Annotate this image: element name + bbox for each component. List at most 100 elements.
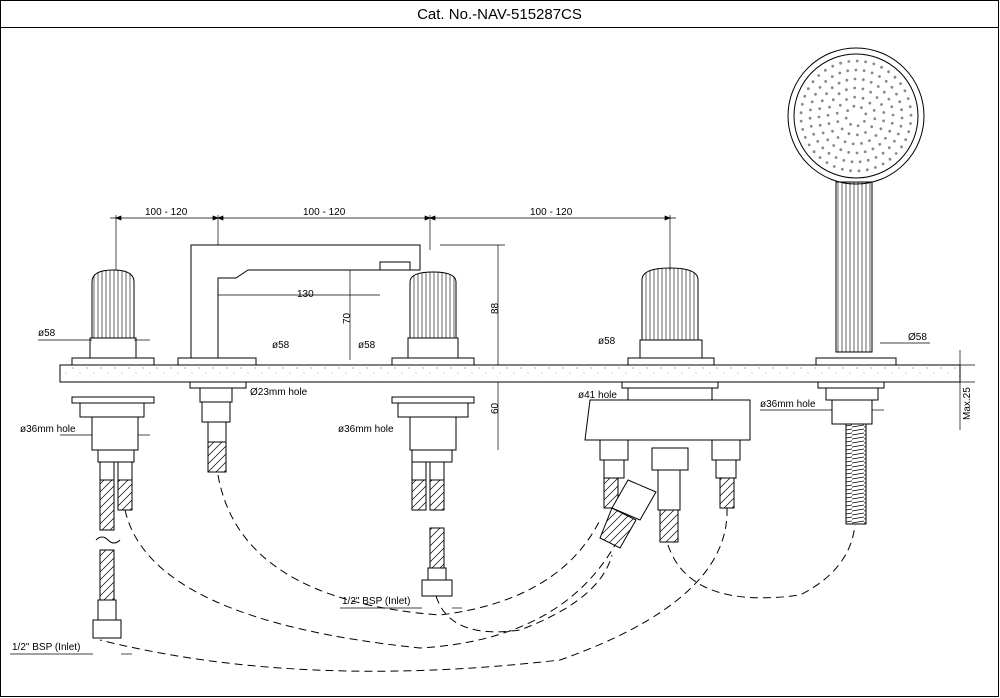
nozzle-dot: [866, 158, 870, 162]
nozzle-dot: [844, 116, 848, 120]
nozzle-dot: [838, 71, 842, 75]
nozzle-dot: [860, 106, 863, 109]
nozzle-dot: [864, 112, 868, 116]
nozzle-dot: [827, 151, 831, 155]
nozzle-dot: [872, 109, 876, 112]
nozzle-dot: [811, 80, 815, 84]
nozzle-dot: [845, 88, 848, 92]
nozzle-dot: [884, 136, 887, 140]
nozzle-dot: [835, 111, 839, 115]
bsp-middle-label: 1/2" BSP (Inlet): [342, 596, 410, 607]
nozzle-dot: [899, 82, 902, 85]
spacing-2-label: 100 - 120: [303, 207, 346, 218]
nozzle-dot: [890, 85, 894, 89]
spout-reach-label: 130: [297, 289, 314, 300]
dia58-middle: ø58: [358, 340, 376, 351]
nozzle-dot: [853, 86, 856, 90]
nozzle-dot: [821, 131, 825, 135]
nozzle-dot: [880, 103, 883, 106]
nozzle-dot: [843, 140, 847, 144]
nozzle-dot: [869, 90, 872, 94]
nozzle-dot: [837, 81, 841, 85]
nozzle-dot: [830, 75, 834, 78]
nozzle-dot: [853, 95, 856, 99]
shower-face-nozzles: [799, 59, 913, 173]
nozzle-dot: [871, 147, 875, 151]
nozzle-dot: [879, 127, 883, 131]
nozzle-dot: [874, 156, 878, 159]
nozzle-dot: [800, 102, 804, 106]
nozzle-dot: [863, 120, 866, 123]
nozzle-dot: [899, 124, 903, 128]
nozzle-dot: [888, 157, 892, 161]
nozzle-dot: [808, 116, 812, 120]
nozzle-dot: [837, 92, 841, 96]
nozzle-dot: [857, 169, 861, 173]
below-60-label: 60: [490, 402, 501, 414]
left-valve: [71, 269, 155, 639]
nozzle-dot: [840, 167, 844, 171]
nozzle-dot: [909, 113, 913, 117]
nozzle-dot: [852, 104, 856, 108]
max-deck-label: Max.25: [962, 387, 973, 420]
nozzle-dot: [870, 71, 874, 75]
nozzle-dot: [895, 92, 898, 96]
nozzle-dot: [834, 156, 838, 159]
nozzle-dot: [868, 139, 871, 143]
nozzle-dot: [888, 129, 892, 133]
nozzle-dot: [847, 60, 851, 63]
right-valve-diverter: [584, 267, 751, 549]
nozzle-dot: [851, 142, 855, 146]
nozzle-dot: [825, 92, 828, 96]
spacing-3-label: 100 - 120: [530, 207, 573, 218]
nozzle-dot: [818, 107, 822, 111]
nozzle-dot: [884, 79, 888, 83]
nozzle-dot: [891, 113, 895, 117]
nozzle-dot: [810, 100, 814, 104]
dia58-left: ø58: [38, 328, 56, 339]
middle-valve: [391, 271, 475, 597]
nozzle-dot: [872, 62, 876, 66]
nozzle-dot: [809, 124, 813, 128]
nozzle-dot: [896, 132, 900, 136]
nozzle-dot: [865, 168, 869, 172]
nozzle-dot: [874, 134, 878, 137]
nozzle-dot: [894, 152, 898, 155]
deck: [59, 364, 961, 383]
nozzle-dot: [818, 123, 822, 127]
nozzle-dot: [827, 122, 831, 125]
nozzle-dot: [839, 148, 843, 152]
nozzle-dot: [909, 122, 912, 125]
nozzle-dot: [846, 69, 850, 73]
nozzle-dot: [882, 119, 885, 123]
nozzle-dot: [799, 111, 803, 115]
nozzle-dot: [878, 142, 882, 146]
nozzle-dot: [832, 144, 836, 147]
hole41-label: ø41 hole: [578, 390, 617, 401]
dia58-spout: ø58: [272, 340, 290, 351]
nozzle-dot: [900, 116, 904, 120]
nozzle-dot: [831, 64, 835, 68]
nozzle-dot: [861, 87, 865, 91]
nozzle-dot: [803, 94, 807, 98]
nozzle-dot: [890, 105, 894, 109]
nozzle-dot: [839, 61, 842, 65]
nozzle-dot: [893, 139, 896, 143]
nozzle-dot: [860, 142, 863, 145]
hole36-left: ø36mm hole: [20, 424, 76, 435]
nozzle-dot: [845, 78, 849, 82]
nozzle-dot: [828, 105, 831, 109]
nozzle-dot: [873, 117, 877, 121]
nozzle-dot: [856, 133, 859, 137]
nozzle-dot: [900, 108, 903, 112]
nozzle-dot: [831, 129, 834, 133]
nozzle-dot: [878, 75, 881, 78]
nozzle-dot: [838, 103, 842, 107]
nozzle-dot: [817, 115, 821, 119]
nozzle-dot: [832, 165, 836, 168]
nozzle-dot: [809, 108, 812, 112]
nozzle-dot: [817, 74, 821, 77]
nozzle-dot: [847, 132, 851, 136]
